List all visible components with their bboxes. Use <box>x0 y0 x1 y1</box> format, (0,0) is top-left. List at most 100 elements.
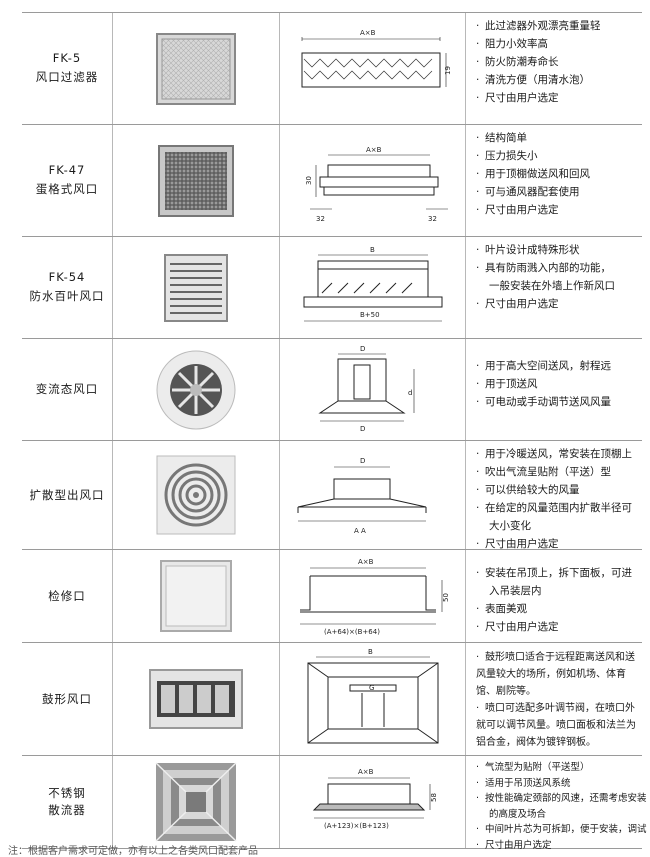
feature-list: ·结构简单 ·压力损失小 ·用于顶棚做送风和回风 ·可与通风器配套使用 ·尺寸由… <box>466 125 642 236</box>
feature-item: ·吹出气流呈贴附（平送）型 <box>476 466 611 478</box>
drawing-label: A×B <box>358 558 374 566</box>
dimension-drawing: D A A <box>280 441 466 549</box>
diffuser-drawing: D A A <box>297 457 427 535</box>
feature-item: ·安装在吊顶上，拆下面板，可进 <box>476 567 632 579</box>
product-photo <box>112 125 280 236</box>
feature-list: ·鼓形喷口适合于远程距离送风和送风量较大的场所，例如机场、体育馆、剧院等。 ·喷… <box>466 643 642 755</box>
feature-item: ·用于高大空间送风，射程远 <box>476 360 611 372</box>
drawing-label: 32 <box>316 215 325 223</box>
feature-item: ·阻力小效率高 <box>476 38 548 50</box>
drawing-label: d <box>408 389 412 397</box>
product-row-access-panel: 检修口 A×B 50 (A+64)×(B+64) ·安装在吊顶上，拆下面板，可进 <box>22 550 642 643</box>
dimension-drawing: A×B 50 (A+64)×(B+64) <box>280 550 466 642</box>
drawing-label: D <box>360 425 365 433</box>
product-photo <box>112 441 280 549</box>
feature-item: ·尺寸由用户选定 <box>476 92 559 104</box>
product-photo <box>112 756 280 848</box>
feature-item: 的高度及场合 <box>489 808 547 820</box>
drawing-label: B <box>370 246 375 254</box>
eggcrate-drawing: A×B 30 32 32 <box>305 146 448 223</box>
louver-photo <box>164 253 228 322</box>
model-code: FK-47 <box>48 163 86 177</box>
drawing-label: B <box>368 648 373 656</box>
swirl-drawing: D d D <box>318 345 415 433</box>
feature-list: ·用于高大空间送风，射程远 ·用于顶送风 ·可电动或手动调节送风风量 <box>466 339 642 440</box>
feature-item: 大小变化 <box>489 520 531 532</box>
feature-item: ·此过滤器外观漂亮重量轻 <box>476 20 601 32</box>
model-cell: 不锈钢 散流器 <box>22 756 112 848</box>
drum-nozzle-drawing: B G <box>307 648 439 744</box>
product-row-fk5: FK-5 风口过滤器 A×B 19 ·此过滤 <box>22 13 642 125</box>
stainless-diffuser-drawing: A×B 58 (A+123)×(B+123) <box>312 768 438 830</box>
drum-nozzle-photo <box>149 669 243 729</box>
feature-item: 入吊装层内 <box>489 585 542 597</box>
feature-item: 一般安装在外墙上作新风口 <box>489 280 615 292</box>
drawing-label: B+50 <box>360 311 380 319</box>
model-name: 检修口 <box>48 588 86 603</box>
feature-item: ·鼓形喷口适合于远程距离送风和送风量较大的场所，例如机场、体育馆、剧院等。 <box>476 652 635 697</box>
product-photo <box>112 237 280 338</box>
feature-item: ·可与通风器配套使用 <box>476 186 580 198</box>
product-photo <box>112 550 280 642</box>
drawing-label: (A+64)×(B+64) <box>324 628 380 636</box>
feature-list: ·叶片设计成特殊形状 ·具有防雨溅入内部的功能， 一般安装在外墙上作新风口 ·尺… <box>466 237 642 338</box>
drawing-label: G <box>369 684 374 692</box>
filter-photo <box>156 32 236 105</box>
drawing-label: A×B <box>360 29 376 37</box>
feature-item: ·中间叶片芯为可拆卸，便于安装，调试 <box>476 824 647 835</box>
model-cell: FK-54 防水百叶风口 <box>22 237 112 338</box>
feature-item: ·用于冷暖送风，常安装在顶棚上 <box>476 448 632 460</box>
drawing-label: 30 <box>305 176 313 185</box>
access-panel-photo <box>160 560 232 632</box>
model-name: 变流态风口 <box>35 382 99 396</box>
feature-item: ·结构简单 <box>476 132 527 144</box>
drawing-label: A×B <box>366 146 382 154</box>
louver-drawing: B B+50 <box>303 246 443 322</box>
round-diffuser-photo <box>156 455 236 535</box>
model-code: FK-5 <box>52 51 82 65</box>
dimension-drawing: A×B 58 (A+123)×(B+123) <box>280 756 466 848</box>
dimension-drawing: A×B 30 32 32 <box>280 125 466 236</box>
product-row-fk47: FK-47 蛋格式风口 A×B 30 32 <box>22 125 642 237</box>
model-cell: FK-47 蛋格式风口 <box>22 125 112 236</box>
drawing-label: D <box>360 345 365 353</box>
model-name: 防水百叶风口 <box>29 289 105 303</box>
swirl-diffuser-photo <box>156 350 236 429</box>
feature-item: ·适用于吊顶送风系统 <box>476 777 571 789</box>
dimension-drawing: B B+50 <box>280 237 466 338</box>
drawing-label: 19 <box>444 66 452 75</box>
feature-item: ·清洗方便（用清水泡） <box>476 74 590 86</box>
feature-item: ·在给定的风量范围内扩散半径可 <box>476 502 632 514</box>
square-diffuser-photo <box>155 762 237 842</box>
feature-item: ·尺寸由用户选定 <box>476 204 559 216</box>
drawing-label: D <box>360 457 365 465</box>
product-row-diffuser: 扩散型出风口 D A A ·用于冷暖送风， <box>22 441 642 550</box>
product-row-drum-nozzle: 鼓形风口 B G <box>22 643 642 756</box>
product-row-stainless-diffuser: 不锈钢 散流器 A×B 58 (A+123)×(B+123) <box>22 756 647 851</box>
drawing-label: 50 <box>442 593 450 602</box>
feature-item: ·气流型为贴附（平送型） <box>476 762 590 773</box>
product-photo <box>112 339 280 440</box>
model-code: 不锈钢 <box>48 786 86 800</box>
feature-list: ·气流型为贴附（平送型） ·适用于吊顶送风系统 ·按性能确定颈部的风速，还需考虑… <box>466 756 647 851</box>
product-row-fk54: FK-54 防水百叶风口 B <box>22 237 642 339</box>
model-cell: 变流态风口 <box>22 339 112 440</box>
feature-item: ·可以供给较大的风量 <box>476 484 580 496</box>
feature-item: ·尺寸由用户选定 <box>476 839 552 851</box>
model-name: 鼓形风口 <box>42 691 92 706</box>
drawing-label: A×B <box>358 768 374 776</box>
feature-item: ·具有防雨溅入内部的功能， <box>476 262 611 274</box>
access-panel-drawing: A×B 50 (A+64)×(B+64) <box>300 558 450 636</box>
product-photo <box>112 643 280 755</box>
feature-item: ·按性能确定颈部的风速，还需考虑安装 <box>476 793 647 804</box>
product-row-variable-flow: 变流态风口 D d <box>22 339 642 441</box>
feature-item: ·可电动或手动调节送风风量 <box>476 396 611 408</box>
dimension-drawing: D d D <box>280 339 466 440</box>
model-cell: 鼓形风口 <box>22 643 112 755</box>
model-cell: 扩散型出风口 <box>22 441 112 549</box>
feature-list: ·安装在吊顶上，拆下面板，可进 入吊装层内 ·表面美观 ·尺寸由用户选定 <box>466 550 642 642</box>
model-name: 风口过滤器 <box>35 70 99 84</box>
drawing-label: 58 <box>430 793 438 802</box>
feature-item: ·喷口可选配多叶调节阀，在喷口外就可以调节风量。喷口面板和法兰为铝合金，阀体为镀… <box>476 703 636 748</box>
product-photo <box>112 13 280 124</box>
